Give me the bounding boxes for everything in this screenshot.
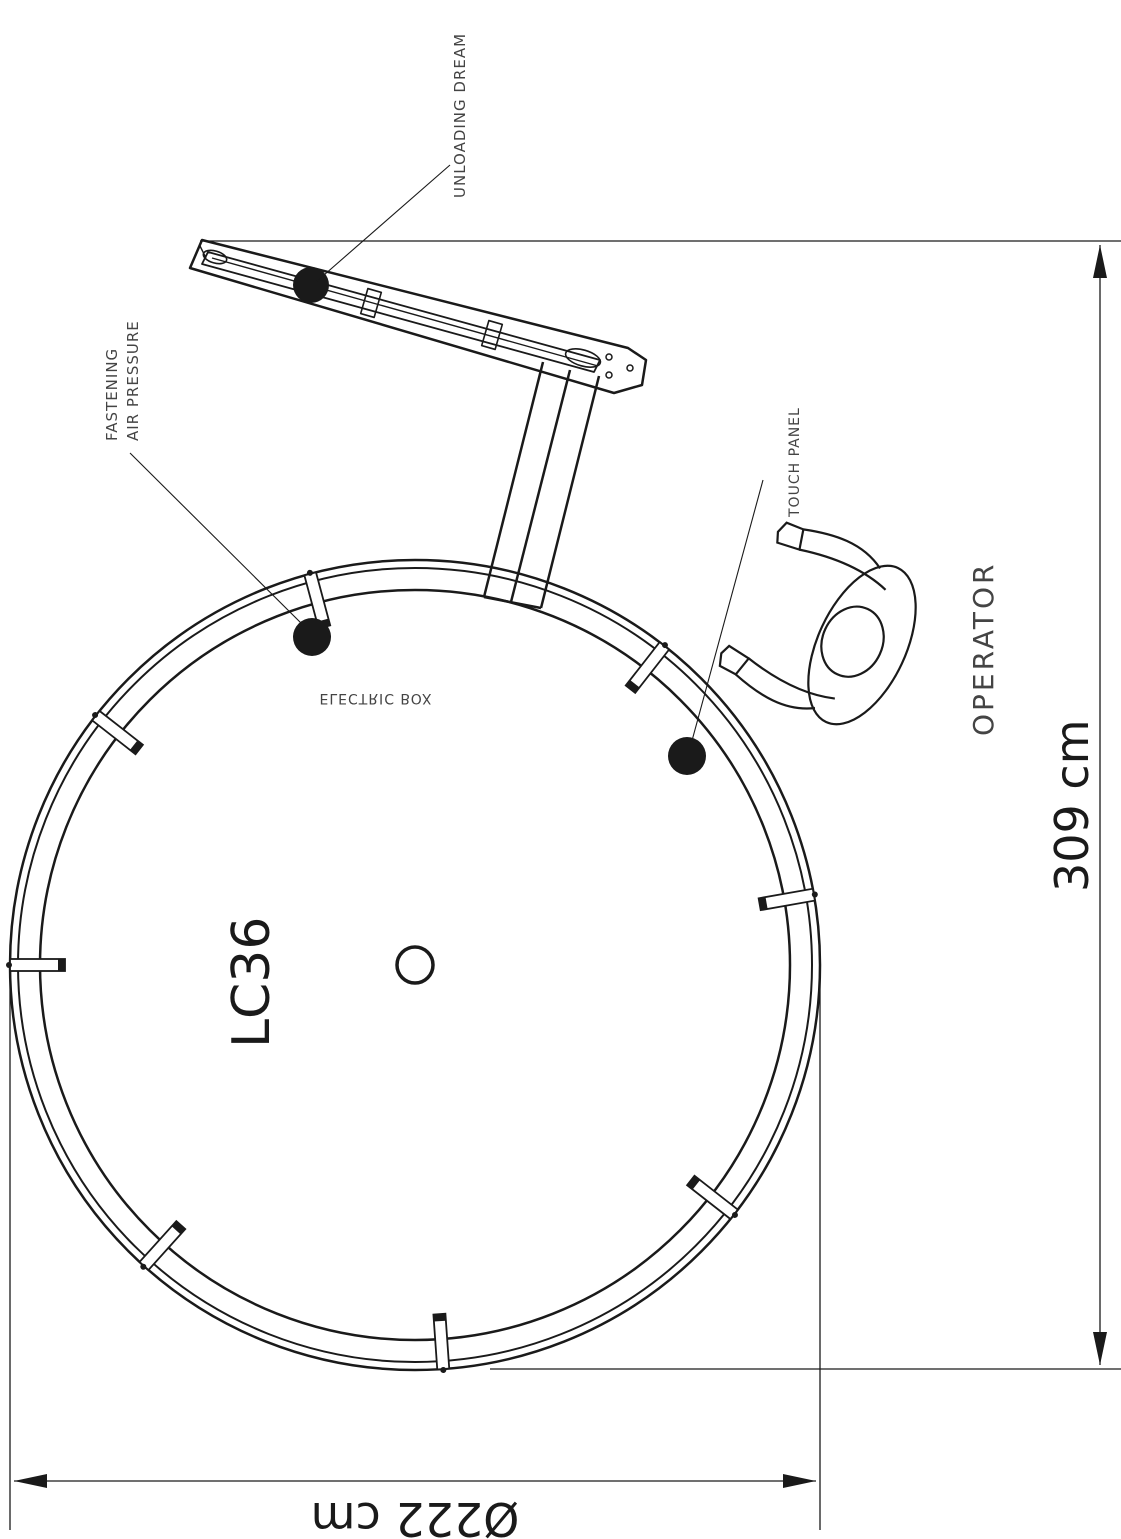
rim-clamp xyxy=(685,1174,740,1221)
beam-inner-channel xyxy=(201,251,601,373)
dimension-lines xyxy=(9,240,1121,1530)
electric-box-text: ELECTRIC BOX xyxy=(320,690,433,706)
beam-end-slot-right xyxy=(564,348,602,368)
operator-shoulders xyxy=(807,564,917,726)
unloading-beam-label: UNLOADING DREAM xyxy=(451,33,469,198)
beam-corner-detail xyxy=(199,245,207,259)
rim-clamps xyxy=(6,569,818,1374)
operator-arm-lower xyxy=(735,673,816,710)
fastening-label-line1: FASTENING xyxy=(103,348,121,441)
beam-block-2 xyxy=(480,319,504,351)
height-dimension-text: 309 cm xyxy=(1045,719,1099,892)
unloading-beam-point xyxy=(293,267,329,303)
rotary-table xyxy=(8,558,822,1372)
rim-clamp xyxy=(624,640,671,695)
rim-clamp xyxy=(6,958,66,972)
beam-outer-body xyxy=(188,238,648,395)
leader-touch-panel xyxy=(689,479,764,749)
electric-box-label-group: ELECTRIC BOX xyxy=(320,690,433,706)
operator-hand-lower xyxy=(718,644,751,676)
height-arrow-top xyxy=(1093,245,1107,278)
beam-pivot-bolt-2 xyxy=(626,364,634,372)
beam-pivot-bolt-1 xyxy=(605,353,613,361)
rim-clamp xyxy=(90,709,145,756)
operator-figure xyxy=(718,521,917,726)
dimension-arrows xyxy=(14,245,1107,1488)
diameter-dimension-text: Ø222 cm xyxy=(311,1492,520,1539)
operator-head xyxy=(820,605,885,678)
table-rim-middle xyxy=(17,567,813,1363)
leader-unloading-beam xyxy=(315,164,451,283)
unloading-beam-arm xyxy=(188,238,648,395)
diameter-arrow-right xyxy=(783,1474,816,1488)
fastening-air-pressure-point xyxy=(293,618,331,656)
diameter-arrow-left xyxy=(14,1474,47,1488)
fastening-label-line2: AIR PRESSURE xyxy=(124,320,142,441)
rim-clamp xyxy=(757,887,818,912)
operator-arm-lower-inner xyxy=(748,657,835,700)
rim-clamp xyxy=(432,1312,451,1374)
center-hub xyxy=(395,945,435,985)
leader-fastening xyxy=(129,452,306,628)
operator-hand-upper xyxy=(776,521,805,552)
height-arrow-bottom xyxy=(1093,1332,1107,1365)
beam-rail xyxy=(211,257,599,367)
support-column xyxy=(482,361,601,610)
beam-block-1 xyxy=(359,287,383,319)
touch-panel-label: TOUCH PANEL xyxy=(787,407,803,518)
leader-lines xyxy=(129,164,764,749)
table-outer-rim xyxy=(8,558,822,1372)
operator-label: OPERATOR xyxy=(967,561,1000,736)
rim-clamp xyxy=(138,1219,187,1272)
machine-model-label: LC36 xyxy=(222,917,282,1048)
operator-arm-upper-inner xyxy=(799,548,887,591)
beam-pivot-bolt-3 xyxy=(605,371,613,379)
operator-arm-upper xyxy=(803,528,881,570)
touch-panel-point xyxy=(668,737,706,775)
